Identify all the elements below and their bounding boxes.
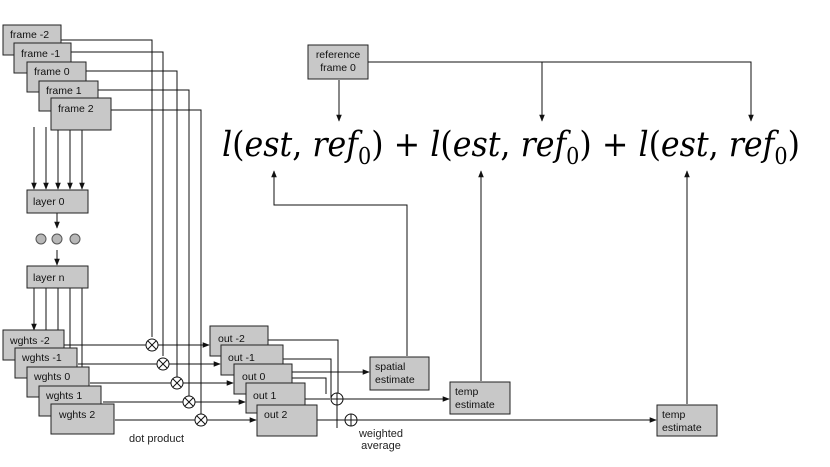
comma: ,	[292, 125, 312, 165]
multiply-operator-icon	[194, 413, 208, 427]
add-operator-icon	[330, 392, 344, 406]
temp-estimate-line2: estimate	[662, 422, 702, 434]
plus-sign: +	[592, 125, 639, 165]
reference-subscript: 0	[566, 144, 579, 170]
reference-variable: ref	[521, 125, 572, 165]
close-paren: )	[788, 125, 800, 165]
multiply-operator-icon	[156, 357, 170, 371]
spatial-estimate-box: spatial estimate	[369, 356, 430, 391]
dot	[35, 233, 47, 245]
comma: ,	[500, 125, 520, 165]
layer-n-box: layer n	[26, 265, 89, 289]
weights-label: wghts 1	[45, 390, 82, 402]
out-label: out 1	[253, 390, 277, 402]
frame-label: frame 0	[34, 66, 70, 78]
ellipsis-dots	[35, 233, 81, 245]
add-operator-icon	[344, 413, 358, 427]
layer-n-label: layer n	[33, 272, 65, 284]
multiply-operator-icon	[182, 395, 196, 409]
estimate-variable: est	[661, 125, 710, 165]
estimate-variable: est	[244, 125, 293, 165]
weights-label: wghts 2	[58, 409, 95, 421]
open-paren: (	[440, 125, 452, 165]
out-box-2: out 2	[256, 404, 318, 437]
weighted-average-label-line1: weighted	[358, 428, 403, 440]
temp-estimate-box-1: temp estimate	[449, 381, 511, 415]
out-label: out 0	[242, 371, 266, 383]
temp-estimate-line1: temp	[662, 409, 686, 421]
frame-label: frame -1	[21, 48, 60, 60]
reference-frame-box: reference frame 0	[307, 44, 369, 80]
reference-subscript: 0	[774, 144, 787, 170]
out-label: out 2	[264, 409, 288, 421]
multiply-operator-icon	[145, 338, 159, 352]
out-label: out -1	[228, 352, 255, 364]
reference-variable: ref	[312, 125, 363, 165]
loss-function: l	[222, 125, 232, 165]
weighted-average-label-line2: average	[361, 440, 401, 452]
weights-box-2: wghts 2	[50, 403, 115, 435]
open-paren: (	[649, 125, 661, 165]
open-paren: (	[232, 125, 244, 165]
weights-label: wghts -2	[9, 335, 50, 347]
loss-function: l	[638, 125, 648, 165]
frame-label: frame -2	[10, 29, 49, 41]
reference-subscript: 0	[358, 144, 371, 170]
temp-estimate-box-2: temp estimate	[656, 404, 718, 437]
weights-label: wghts -1	[21, 352, 62, 364]
spatial-estimate-line1: spatial	[375, 361, 405, 373]
frame-label: frame 2	[58, 103, 94, 115]
dot	[69, 233, 81, 245]
reference-label-line1: reference	[316, 49, 361, 61]
dot	[51, 233, 63, 245]
multiply-operator-icon	[170, 376, 184, 390]
multiply-operators	[145, 338, 208, 427]
add-operators	[330, 392, 358, 427]
dot-product-label: dot product	[129, 433, 184, 445]
spatial-estimate-line2: estimate	[375, 374, 415, 386]
temp-estimate-line2: estimate	[455, 399, 495, 411]
frame-label: frame 1	[46, 85, 82, 97]
layer-0-label: layer 0	[33, 196, 65, 208]
reference-label-line2: frame 0	[320, 62, 356, 74]
weights-label: wghts 0	[33, 371, 70, 383]
temp-estimate-line1: temp	[455, 386, 479, 398]
loss-equation-text: l(est, ref0) + l(est, ref0) + l(est, ref…	[222, 125, 800, 170]
out-stack: out -2 out -1 out 0 out 1 out 2	[209, 325, 318, 437]
close-paren: )	[371, 125, 383, 165]
close-paren: )	[579, 125, 591, 165]
weights-stack: wghts -2 wghts -1 wghts 0 wghts 1 wghts …	[2, 329, 115, 435]
layer-0-box: layer 0	[26, 189, 89, 214]
comma: ,	[709, 125, 729, 165]
reference-variable: ref	[729, 125, 780, 165]
frame-box-2: frame 2	[50, 97, 112, 131]
frame-stack: frame -2 frame -1 frame 0 frame 1 frame …	[2, 24, 112, 131]
out-label: out -2	[218, 333, 245, 345]
plus-sign: +	[384, 125, 431, 165]
loss-function: l	[430, 125, 440, 165]
loss-equation: l(est, ref0) + l(est, ref0) + l(est, ref…	[222, 125, 800, 170]
estimate-variable: est	[453, 125, 502, 165]
